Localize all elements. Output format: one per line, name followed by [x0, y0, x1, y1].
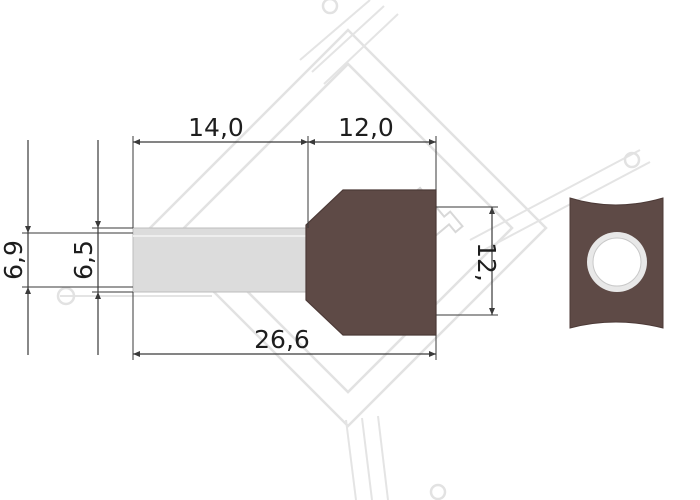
dimension-label-total-length: 26,6 — [254, 325, 310, 354]
watermark-circle — [623, 151, 641, 169]
arrowhead — [308, 139, 315, 145]
watermark-circle — [429, 483, 447, 500]
ferrule-side-view — [132, 189, 437, 336]
watermark-line — [299, 0, 371, 61]
arrowhead — [95, 292, 101, 299]
arrowhead — [133, 139, 140, 145]
dimension-label-collar-length: 12,0 — [338, 113, 394, 142]
watermark-line — [323, 13, 399, 85]
watermark-line — [311, 5, 385, 73]
watermark-line — [361, 417, 373, 500]
arrowhead — [95, 221, 101, 228]
arrowhead — [429, 139, 436, 145]
watermark-outer-frame — [148, 28, 548, 428]
watermark-line — [479, 161, 651, 253]
watermark-line — [469, 149, 641, 241]
watermark-circle — [321, 0, 339, 15]
dimension-total-length: 26,6 — [132, 292, 437, 360]
watermark-line — [345, 419, 357, 500]
dimension-collar-length: 12,0 — [308, 113, 437, 190]
ferrule-collar — [305, 189, 437, 336]
arrowhead — [429, 351, 436, 357]
arrowhead — [133, 351, 140, 357]
dimension-tube-height: 6,5 — [69, 140, 133, 355]
arrowhead — [301, 139, 308, 145]
dimension-label-tube-length: 14,0 — [188, 113, 244, 142]
ferrule-end-view — [569, 197, 664, 329]
ferrule-tube — [132, 227, 310, 293]
watermark-circle — [56, 286, 76, 306]
end-view-hole — [592, 237, 642, 287]
dimension-label-tube-height: 6,5 — [69, 240, 98, 280]
arrowhead — [25, 287, 31, 294]
watermark-line — [377, 415, 389, 500]
arrowhead — [25, 226, 31, 233]
dimension-tube-length: 14,0 — [132, 113, 309, 228]
arrowhead — [489, 308, 495, 315]
dimension-collar-height: 12, — [436, 206, 501, 316]
dimension-label-collar-height: 12, — [472, 242, 501, 282]
arrowhead — [489, 207, 495, 214]
dimension-outer-height: 6,9 — [0, 140, 133, 355]
dimension-label-outer-height: 6,9 — [0, 240, 28, 280]
